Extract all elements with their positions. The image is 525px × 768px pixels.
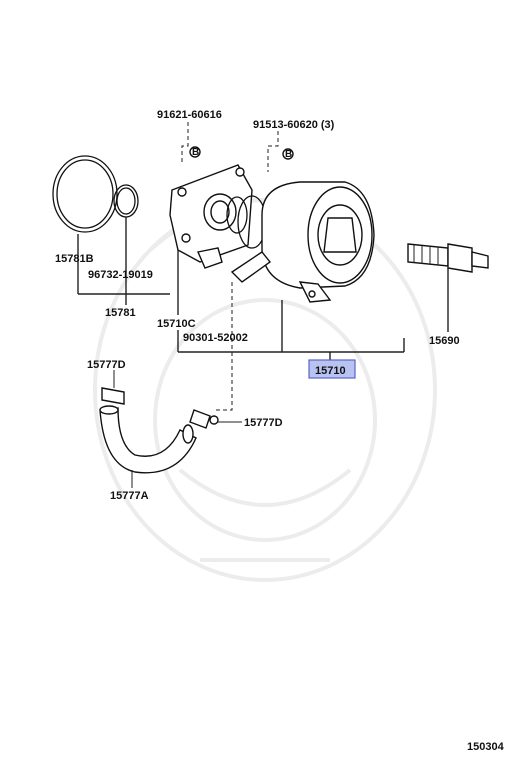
hose-part bbox=[99, 405, 197, 474]
label-bolt-upper-right: 91513-60620 (3) bbox=[253, 119, 335, 131]
oring-large-part bbox=[52, 155, 118, 233]
bolt-left-part: B bbox=[189, 146, 201, 158]
relief-valve-part bbox=[407, 243, 489, 273]
clamp-left-part bbox=[101, 387, 125, 405]
label-pump-assembly[interactable]: 15710 bbox=[315, 365, 346, 377]
bolt-marker-left: B bbox=[192, 147, 199, 158]
figure-number: 150304 bbox=[467, 741, 505, 753]
bolt-right-part: B bbox=[282, 148, 294, 160]
highlight-pump-assembly bbox=[308, 359, 356, 379]
label-clamp-left: 15777D bbox=[87, 359, 126, 371]
label-oring-large: 15781B bbox=[55, 253, 94, 265]
oring-small-part bbox=[113, 184, 139, 218]
label-hose: 15777A bbox=[110, 490, 149, 502]
label-oring-small: 96732-19019 bbox=[88, 269, 153, 281]
label-relief-valve: 15690 bbox=[429, 335, 460, 347]
pump-flange-part bbox=[169, 164, 253, 269]
clamp-right-part bbox=[189, 409, 219, 429]
leader-lines bbox=[77, 122, 449, 488]
label-clamp-right: 15777D bbox=[244, 417, 283, 429]
bolt-marker-right: B bbox=[285, 149, 292, 160]
label-bolt-upper-left: 91621-60616 bbox=[157, 109, 222, 121]
pump-body-part bbox=[230, 181, 375, 303]
label-gasket: 15710C bbox=[157, 318, 196, 330]
label-seal: 90301-52002 bbox=[183, 332, 248, 344]
label-oring-set: 15781 bbox=[105, 307, 136, 319]
